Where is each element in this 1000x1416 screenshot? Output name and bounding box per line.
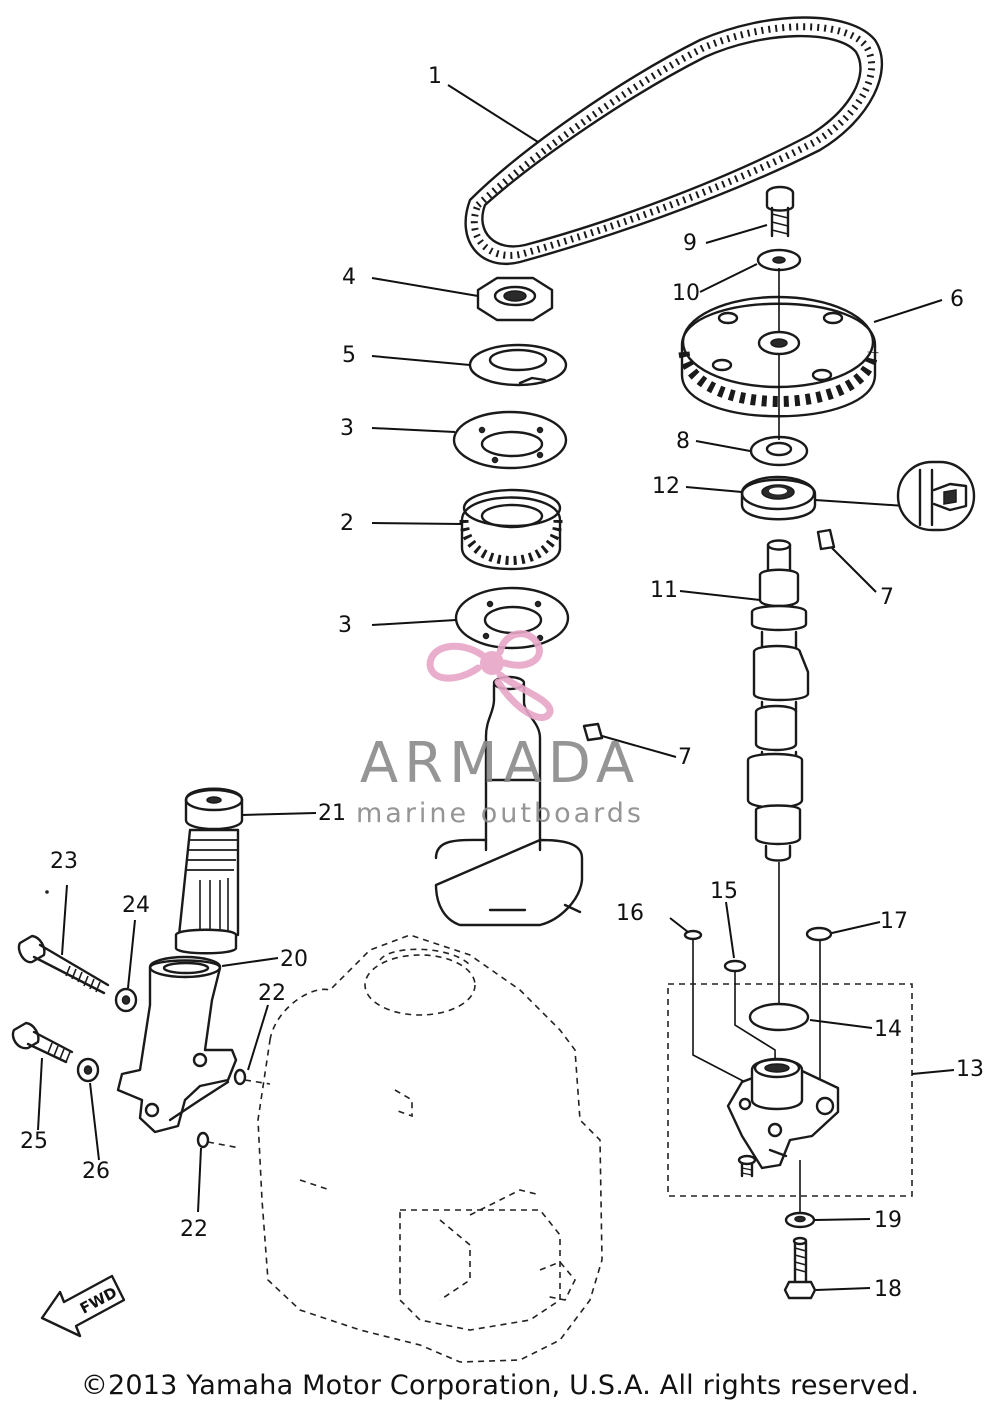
pulley-plate-upper <box>452 410 568 470</box>
callout-16: 16 <box>616 901 644 926</box>
oil-seal <box>740 475 817 521</box>
callout-9: 9 <box>683 231 697 256</box>
crankshaft-pulley <box>459 488 563 571</box>
pump-screw <box>737 1154 757 1178</box>
callout-21: 21 <box>318 801 346 826</box>
bolt-23 <box>17 890 110 995</box>
watermark-tagline: marine outboards <box>356 798 644 829</box>
propeller-logo-icon <box>426 630 554 721</box>
callout-17: 17 <box>880 909 908 934</box>
o-ring-14 <box>748 1002 810 1032</box>
seal-detail-inset <box>814 460 976 532</box>
o-ring-17 <box>805 926 833 942</box>
washer-10 <box>756 248 802 272</box>
pump-bolt-18 <box>783 1236 817 1300</box>
crankcase-outline <box>257 934 603 1363</box>
leader-lines <box>37 84 955 1291</box>
o-ring-16 <box>683 929 703 941</box>
woodruff-key-upper <box>816 528 836 551</box>
o-ring-15 <box>723 959 747 973</box>
cam-pulley-bolt <box>765 185 795 238</box>
callout-1: 1 <box>428 64 442 89</box>
callout-10: 10 <box>672 281 700 306</box>
callout-7-upper: 7 <box>880 585 894 610</box>
o-ring-22-lower <box>196 1131 210 1149</box>
bolt-25 <box>11 1021 74 1064</box>
oil-strainer-21 <box>174 787 244 955</box>
o-ring-22-upper <box>233 1068 247 1086</box>
fwd-arrow-icon: FWD <box>40 1274 126 1338</box>
callout-3-upper: 3 <box>340 416 354 441</box>
callout-13: 13 <box>956 1057 984 1082</box>
callout-15: 15 <box>710 879 738 904</box>
timing-belt <box>464 16 884 265</box>
callout-2: 2 <box>340 511 354 536</box>
callout-23: 23 <box>50 849 78 874</box>
callout-7-lower: 7 <box>678 745 692 770</box>
callout-24: 24 <box>122 893 150 918</box>
callout-11: 11 <box>650 578 678 603</box>
armada-watermark: ARMADA marine outboards <box>356 630 644 829</box>
lock-washer <box>468 343 568 387</box>
callout-12: 12 <box>652 474 680 499</box>
callout-22-upper: 22 <box>258 981 286 1006</box>
callout-3-lower: 3 <box>338 613 352 638</box>
washer-26 <box>76 1057 100 1083</box>
washer-24 <box>114 987 138 1013</box>
oil-pump-assembly-box <box>667 983 913 1197</box>
pulley-nut <box>476 276 554 322</box>
washer-8 <box>749 435 809 467</box>
callout-6: 6 <box>950 287 964 312</box>
copyright-notice: ©2013 Yamaha Motor Corporation, U.S.A. A… <box>80 1370 920 1401</box>
callout-19: 19 <box>874 1208 902 1233</box>
callout-25: 25 <box>20 1129 48 1154</box>
callout-4: 4 <box>342 265 356 290</box>
watermark-brand: ARMADA <box>360 731 640 796</box>
washer-19 <box>784 1211 816 1229</box>
strainer-housing-20 <box>116 955 238 1134</box>
woodruff-key-lower <box>582 722 604 742</box>
callout-14: 14 <box>874 1017 902 1042</box>
callout-8: 8 <box>676 429 690 454</box>
camshaft <box>746 539 810 862</box>
callout-26: 26 <box>82 1159 110 1184</box>
callout-labels: 1 2 3 3 4 5 6 7 7 8 9 10 11 12 13 14 15 … <box>20 64 984 1302</box>
oil-pump-body <box>726 1057 840 1170</box>
callout-20: 20 <box>280 947 308 972</box>
callout-5: 5 <box>342 343 356 368</box>
callout-22-lower: 22 <box>180 1217 208 1242</box>
callout-18: 18 <box>874 1277 902 1302</box>
